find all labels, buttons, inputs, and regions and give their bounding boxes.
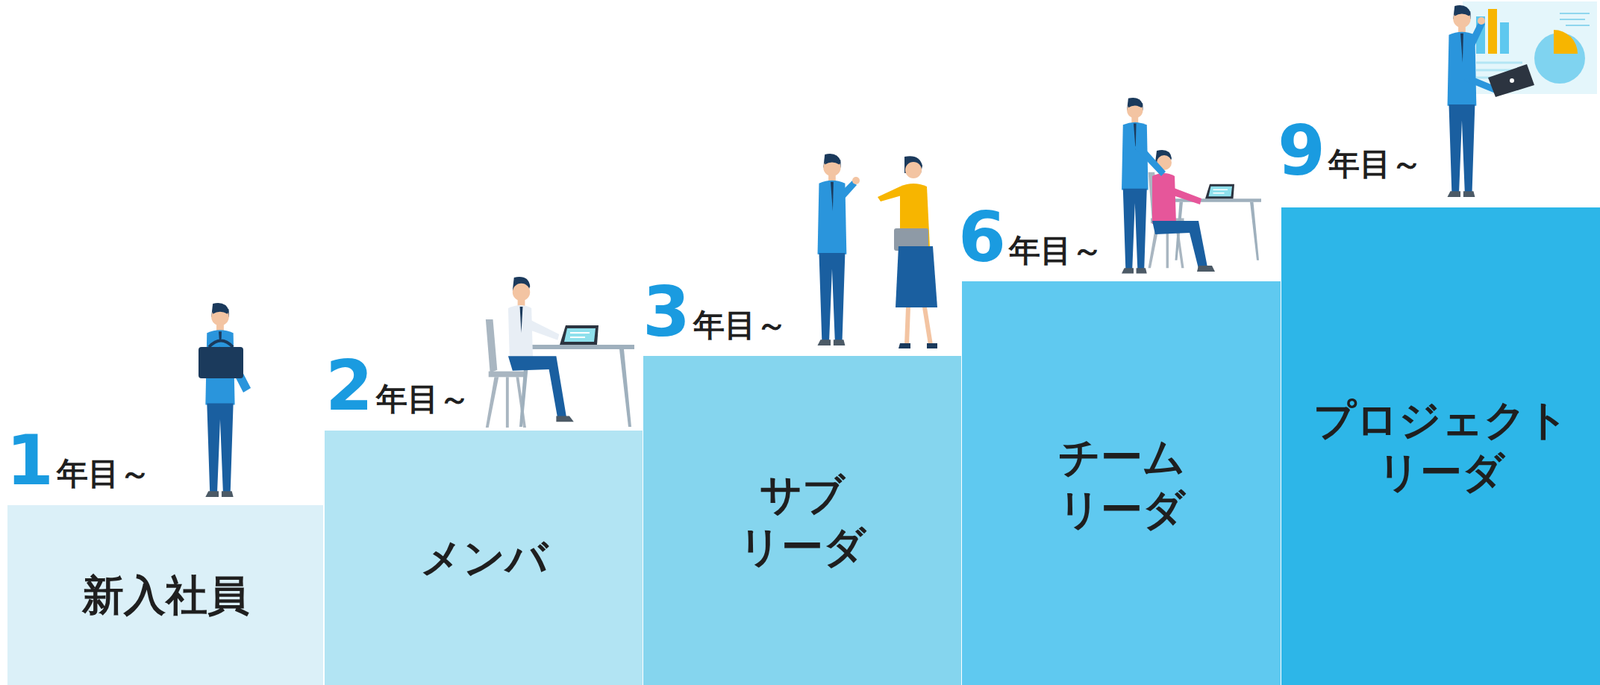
step-title: 新入社員 (82, 569, 250, 622)
year-number: 6 (958, 203, 1006, 273)
step-title: チーム リーダ (1058, 431, 1186, 536)
year-number: 1 (5, 426, 54, 496)
year-number: 9 (1277, 117, 1326, 186)
year-number: 3 (642, 278, 691, 348)
year-label: 6年目～ (958, 203, 1103, 273)
year-suffix: 年目～ (1008, 235, 1103, 267)
career-step: 新入社員 (7, 505, 324, 685)
year-suffix: 年目～ (56, 458, 151, 490)
year-number: 2 (325, 352, 374, 421)
year-suffix: 年目～ (1328, 148, 1423, 180)
career-step: プロジェクト リーダ (1281, 207, 1600, 685)
year-label: 2年目～ (325, 352, 471, 421)
year-suffix: 年目～ (376, 383, 471, 415)
step-title: メンバ (420, 532, 548, 585)
year-label: 1年目～ (5, 426, 151, 496)
step-title: プロジェクト リーダ (1313, 394, 1569, 499)
career-step: チーム リーダ (961, 281, 1281, 685)
year-suffix: 年目～ (693, 309, 788, 342)
step-title: サブ リーダ (738, 468, 866, 574)
career-step: メンバ (324, 430, 643, 685)
year-label: 3年目～ (642, 278, 788, 348)
year-label: 9年目～ (1277, 117, 1423, 186)
career-step: サブ リーダ (643, 355, 962, 685)
